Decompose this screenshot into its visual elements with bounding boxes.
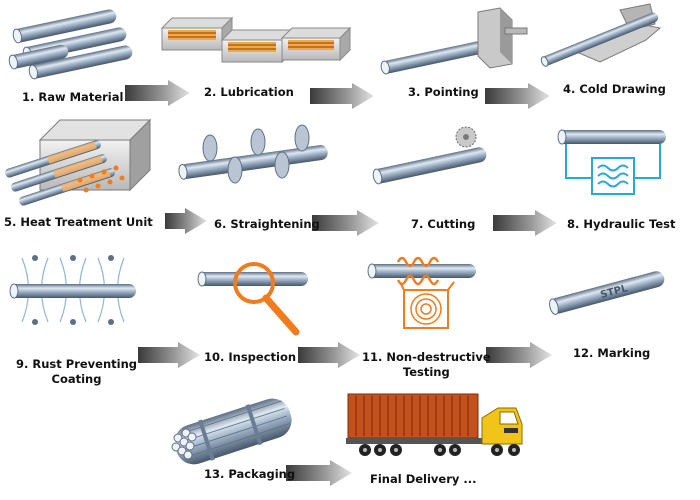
straightening-illustration [178, 124, 328, 184]
step-label: 7. Cutting [411, 217, 476, 231]
flow-arrow [485, 83, 550, 109]
hydraulic-test-illustration [557, 129, 666, 195]
ndt-illustration [367, 256, 476, 329]
lubrication-illustration [160, 16, 352, 64]
flow-arrow [312, 210, 379, 236]
flow-arrow [165, 208, 207, 234]
step-label: 6. Straightening [214, 217, 320, 231]
rust-coating-illustration [9, 255, 136, 325]
flow-arrow [486, 342, 552, 368]
heat-treatment-illustration [5, 118, 152, 206]
step-label: 1. Raw Material [22, 90, 124, 104]
packaging-illustration [171, 398, 292, 465]
step-label: 5. Heat Treatment Unit [4, 215, 153, 229]
flow-arrow [493, 210, 557, 236]
flow-arrow [286, 460, 352, 486]
step-label: 8. Hydraulic Test [567, 217, 676, 231]
step-label: 13. Packaging [204, 467, 296, 481]
pointing-illustration [380, 7, 528, 75]
cold-drawing-illustration [540, 3, 662, 67]
step-label: 10. Inspection [204, 350, 297, 364]
flow-arrow [125, 80, 190, 106]
flow-arrow [310, 83, 374, 109]
cutting-illustration [372, 126, 487, 185]
delivery-truck-illustration [346, 393, 523, 456]
raw-material-illustration [8, 9, 133, 80]
step-label: 4. Cold Drawing [563, 82, 666, 96]
flow-arrow [298, 342, 360, 368]
step-label: 11. Non-destructive Testing [362, 350, 491, 379]
inspection-illustration [197, 262, 308, 336]
step-label: 9. Rust Preventing Coating [16, 357, 138, 386]
marking-illustration: STPL [549, 271, 665, 315]
step-label: 12. Marking [573, 346, 651, 360]
step-label: 2. Lubrication [204, 85, 294, 99]
step-label: 3. Pointing [408, 85, 479, 99]
step-label: Final Delivery ... [370, 472, 477, 486]
flow-arrow [138, 342, 200, 368]
